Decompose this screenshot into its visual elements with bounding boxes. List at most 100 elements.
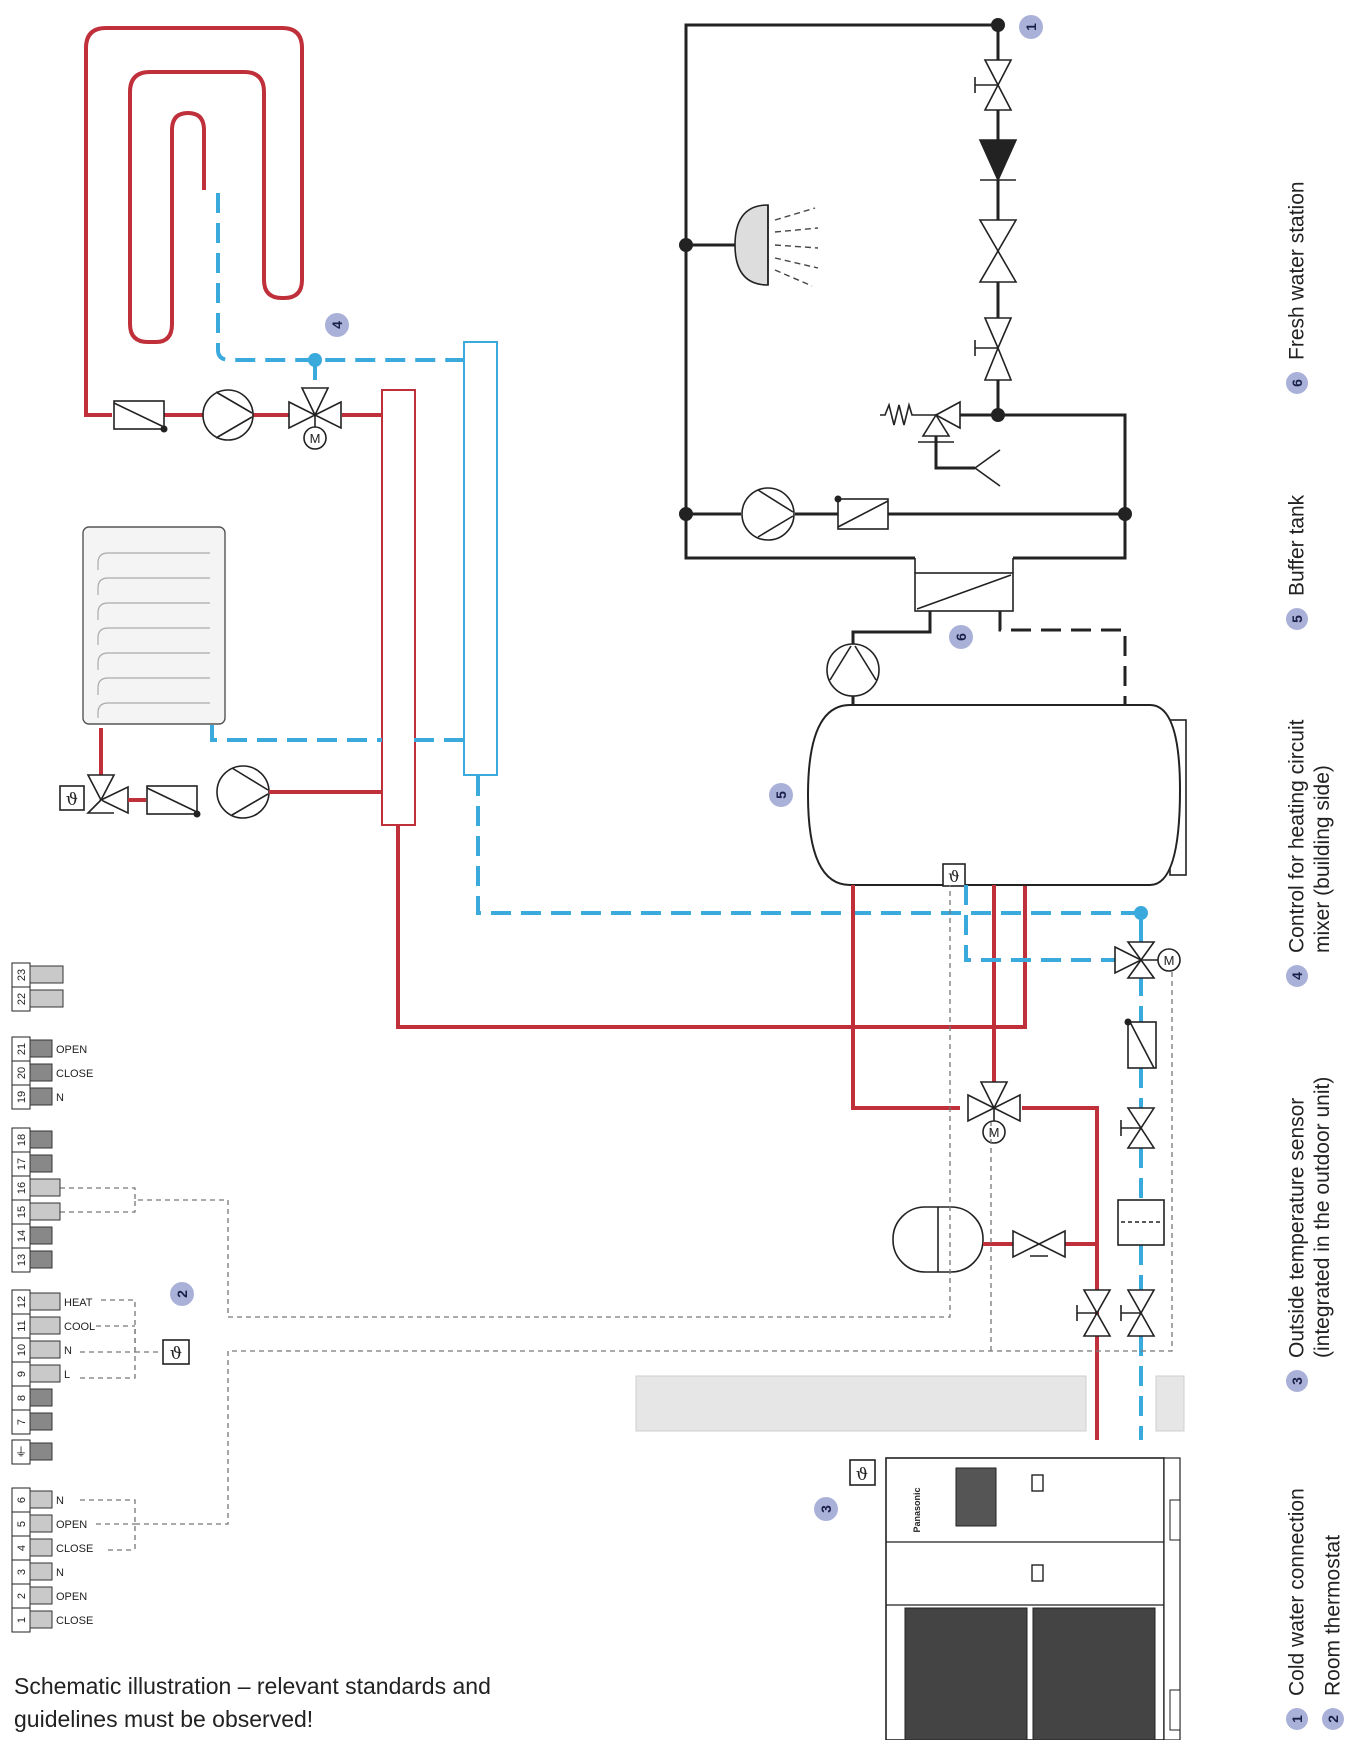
- marker-5: 5: [773, 791, 789, 799]
- terminal-21: 21: [16, 1043, 28, 1055]
- room-thermostat-symbol: ϑ: [170, 1344, 182, 1364]
- tank-sensor-box: [942, 863, 966, 887]
- flow-meter-symbol-3: [1127, 1021, 1157, 1069]
- room-thermostat-box: [162, 1339, 190, 1365]
- hot-main-pipe: [396, 825, 1027, 1029]
- diverter-valve-cold: [1114, 941, 1181, 979]
- terminal-label-l: L: [64, 1369, 70, 1381]
- flow-meter-symbol: [113, 400, 165, 430]
- legend-item-1: 1Cold water connection: [1284, 1488, 1310, 1730]
- terminal-4: 4: [16, 1545, 28, 1551]
- legend-num-6: 6: [1286, 372, 1309, 394]
- terminal-9: 9: [16, 1371, 28, 1377]
- terminal-8: 8: [16, 1395, 28, 1401]
- mixing-valve-symbol: [288, 387, 342, 450]
- hot-header-column: [381, 389, 416, 826]
- outdoor-sensor-symbol: ϑ: [856, 1465, 868, 1485]
- terminal-16: 16: [16, 1182, 28, 1194]
- legend-item-2: 2 Room thermostat: [1320, 1535, 1346, 1730]
- terminal-label-close-3: CLOSE: [56, 1615, 93, 1627]
- legend-text-2: Room thermostat: [1321, 1534, 1345, 1696]
- terminal-19: 19: [16, 1091, 28, 1103]
- legend-num-2: 2: [1322, 1708, 1345, 1730]
- terminal-17: 17: [16, 1158, 28, 1170]
- wall-section: [635, 1375, 1087, 1432]
- plate-heat-exchanger: [914, 558, 1014, 612]
- terminal-block: 23 22 21 20 19 18 17 16 15 14 13 12 11 1…: [11, 962, 95, 1633]
- marker-3: 3: [818, 1505, 834, 1513]
- pump-symbol: [202, 389, 254, 441]
- buffer-tank: [806, 704, 1187, 886]
- safety-valve: [880, 400, 1001, 487]
- thermostatic-valve-symbol: [86, 774, 129, 815]
- expansion-vessel: [892, 1206, 984, 1273]
- terminal-label-n-4: N: [56, 1567, 64, 1579]
- numbered-markers: 1 2 3 4 5 6: [170, 15, 1043, 1521]
- terminal-label-close: CLOSE: [56, 1068, 93, 1080]
- underfloor-return-pipe: [216, 193, 466, 388]
- underfloor-heating-loop: [84, 26, 304, 417]
- legend-item-4: 4 Control for heating circuit mixer (buil…: [1284, 720, 1336, 987]
- strainer-symbol: [1117, 1199, 1165, 1246]
- sensor-symbol: ϑ: [66, 790, 78, 810]
- shower-head: [734, 204, 819, 287]
- terminal-12: 12: [16, 1296, 28, 1308]
- cold-main-pipe: [476, 776, 1141, 915]
- tee-junction: [308, 353, 322, 367]
- fresh-water-pump: [741, 487, 795, 541]
- terminal-label-open: OPEN: [56, 1044, 87, 1056]
- legend-text-3: Outside temperature sensor: [1285, 1097, 1309, 1358]
- legend-num-3: 3: [1286, 1370, 1309, 1392]
- legend-num-1: 1: [1286, 1708, 1309, 1730]
- control-wiring: [60, 885, 1173, 1551]
- sensor-box: [59, 785, 85, 811]
- cap-valve-symbol: [1012, 1229, 1066, 1259]
- terminal-14: 14: [16, 1230, 28, 1242]
- legend-item-5: 5Buffer tank: [1284, 495, 1310, 630]
- isolation-valve-3: [1076, 1289, 1112, 1337]
- legend-text-4: Control for heating circuit: [1285, 719, 1309, 953]
- motor-label-2: M: [1164, 953, 1175, 968]
- marker-6: 6: [953, 633, 969, 641]
- terminal-15: 15: [16, 1206, 28, 1218]
- terminal-20: 20: [16, 1067, 28, 1079]
- terminal-label-cool: COOL: [64, 1321, 95, 1333]
- legend-text-5: Buffer tank: [1285, 494, 1309, 596]
- terminal-7: 7: [16, 1419, 28, 1425]
- terminal-2: 2: [16, 1593, 28, 1599]
- disclaimer-caption: Schematic illustration – relevant standa…: [14, 1670, 534, 1736]
- primary-pump: [826, 643, 880, 697]
- caption-line-2: guidelines must be observed!: [14, 1706, 314, 1732]
- terminal-5: 5: [16, 1521, 28, 1527]
- terminal-23: 23: [16, 969, 28, 981]
- radiator: [82, 526, 226, 725]
- legend-item-6: 6 Fresh water station: [1284, 181, 1310, 394]
- diverter-valve-hot: [967, 1081, 1021, 1144]
- cold-header-column: [463, 341, 498, 776]
- terminal-1: 1: [16, 1617, 28, 1623]
- fresh-water-meter: [837, 498, 889, 530]
- motor-label: M: [310, 431, 321, 446]
- legend-text-6: Fresh water station: [1285, 181, 1309, 360]
- terminal-10: 10: [16, 1344, 28, 1356]
- legend-item-3: 3Outside temperature sensor (integrated …: [1284, 1077, 1336, 1392]
- tank-sensor-symbol: ϑ: [948, 867, 959, 886]
- terminal-label-heat: HEAT: [64, 1297, 93, 1309]
- terminal-11: 11: [16, 1320, 28, 1331]
- cold-water-valves: [974, 59, 1018, 381]
- terminal-6: 6: [16, 1497, 28, 1503]
- flow-meter-symbol-2: [146, 785, 198, 815]
- outdoor-sensor-box: [849, 1459, 876, 1486]
- radiator-return-pipe: [210, 725, 382, 742]
- legend-text-4b: mixer (building side): [1311, 765, 1335, 953]
- terminal-earth: ⏚: [15, 1445, 27, 1459]
- terminal-label-n: N: [56, 1092, 64, 1104]
- terminal-13: 13: [16, 1254, 28, 1266]
- fresh-water-circuit: [684, 23, 1127, 560]
- pump-symbol-2: [216, 765, 270, 819]
- caption-line-1: Schematic illustration – relevant standa…: [14, 1673, 491, 1699]
- legend-num-4: 4: [1286, 965, 1309, 987]
- marker-4: 4: [329, 321, 345, 329]
